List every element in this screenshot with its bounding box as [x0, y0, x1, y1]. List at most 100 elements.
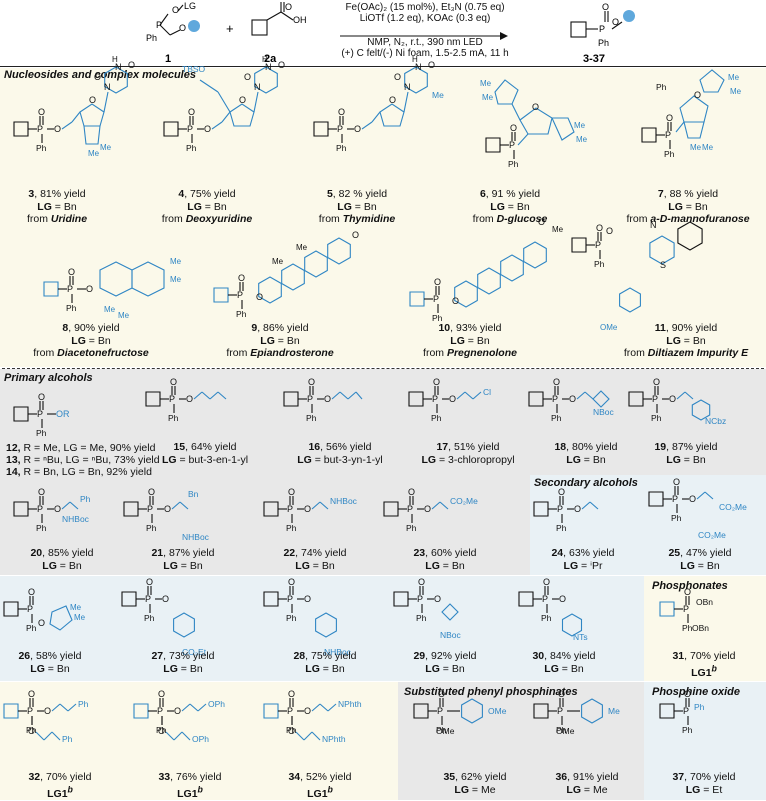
svg-text:P: P — [672, 494, 678, 504]
svg-text:O: O — [38, 107, 45, 117]
svg-text:O: O — [324, 394, 331, 404]
svg-text:O: O — [394, 72, 401, 82]
svg-text:O: O — [148, 487, 155, 497]
compound-number: 36 — [555, 771, 568, 783]
yield-text: , 92% yield — [425, 650, 477, 662]
compound-number: 8 — [62, 322, 69, 334]
svg-text:H: H — [262, 55, 268, 64]
svg-text:O: O — [428, 60, 435, 70]
yield-text: , 82 % yield — [332, 188, 388, 200]
svg-text:NBoc: NBoc — [440, 630, 462, 640]
source-name: D-glucose — [496, 213, 548, 225]
svg-text:O: O — [285, 2, 292, 12]
lg-yield: LG = Me, 90% yield — [63, 442, 156, 454]
compound-number: 9 — [251, 322, 258, 334]
lg-value: = Bn — [201, 200, 227, 213]
yield-text: , 47% yield — [680, 547, 732, 559]
svg-text:O: O — [689, 494, 696, 504]
yield-text: , 70% yield — [40, 771, 92, 783]
svg-text:O: O — [256, 292, 263, 302]
yield-text: , 74% yield — [295, 547, 347, 559]
section-title-phosphonates: Phosphonates — [652, 580, 728, 592]
svg-text:Me: Me — [728, 73, 740, 82]
svg-text:O: O — [538, 217, 545, 227]
phosphonates-panel-bg-2 — [0, 682, 398, 800]
yield-text: , 51% yield — [448, 441, 500, 453]
svg-text:P: P — [557, 706, 563, 716]
svg-text:O: O — [434, 594, 441, 604]
svg-text:N: N — [404, 82, 411, 92]
svg-text:Me: Me — [272, 257, 284, 266]
svg-text:Ph: Ph — [598, 38, 609, 48]
svg-text:P: P — [67, 284, 73, 294]
lg-label: LG — [421, 453, 437, 466]
svg-text:O: O — [186, 394, 193, 404]
lg-value: = Bn — [464, 334, 490, 347]
svg-text:Cl: Cl — [483, 387, 491, 397]
lg-label: LG — [187, 200, 202, 213]
svg-text:CO₂Me: CO₂Me — [450, 496, 478, 506]
svg-text:Me: Me — [576, 135, 588, 144]
svg-text:O: O — [666, 113, 673, 123]
compound-number: 21 — [151, 547, 164, 559]
compound-number: 19 — [654, 441, 667, 453]
svg-text:O: O — [510, 123, 517, 133]
svg-text:Ph: Ph — [664, 149, 675, 159]
compound-number: 25 — [668, 547, 681, 559]
lg-label: LG — [37, 200, 52, 213]
compound-number: 22 — [283, 547, 296, 559]
conditions-line-3: NMP, N₂, r.t., 390 nm LED — [367, 37, 483, 48]
svg-text:N: N — [415, 62, 422, 72]
svg-text:O: O — [596, 223, 603, 233]
lg-value: = Bn — [274, 334, 300, 347]
svg-text:NHBoc: NHBoc — [330, 496, 358, 506]
svg-text:O: O — [288, 577, 295, 587]
svg-text:Ph: Ph — [236, 309, 247, 319]
lg-label: LG — [297, 453, 312, 466]
svg-text:Ph: Ph — [156, 725, 167, 735]
svg-text:Me: Me — [702, 143, 714, 152]
svg-text:NTs: NTs — [573, 632, 588, 642]
svg-text:O: O — [28, 689, 35, 699]
lg-value: = Bn — [351, 200, 377, 213]
svg-text:O: O — [172, 5, 179, 15]
svg-text:Ph: Ph — [541, 613, 552, 623]
lg1-label: LG1b — [47, 784, 73, 801]
caption-compound-14: 14, R = Bn, LG = Bn, 92% yield — [6, 466, 152, 479]
svg-text:OH: OH — [293, 15, 307, 25]
svg-text:S: S — [660, 260, 666, 270]
svg-text:O: O — [424, 504, 431, 514]
svg-text:Ph: Ph — [671, 513, 682, 523]
svg-text:3-37: 3-37 — [583, 53, 605, 65]
yield-text: , 70% yield — [684, 771, 736, 783]
svg-text:O: O — [86, 284, 93, 294]
svg-text:P: P — [683, 706, 689, 716]
lg-value: = but-3-yn-1-yl — [311, 453, 383, 466]
svg-text:O: O — [558, 487, 565, 497]
r-group: R = ⁿBu, — [23, 454, 66, 466]
svg-text:Me: Me — [730, 87, 742, 96]
yield-text: , 70% yield — [684, 650, 736, 662]
lg-label: LG — [42, 559, 57, 572]
compound-number: 34 — [288, 771, 301, 783]
svg-text:Ph: Ph — [431, 413, 442, 423]
svg-text:Ph: Ph — [556, 725, 567, 735]
lg-label: LG — [337, 200, 352, 213]
svg-text:Me: Me — [690, 143, 702, 152]
compound-number: 5 — [326, 188, 333, 200]
source-name: Deoxyuridine — [185, 213, 253, 225]
svg-text:Ph: Ph — [146, 523, 157, 533]
yield-text: , 91% yield — [567, 771, 619, 783]
from-text: from — [318, 213, 343, 225]
svg-text:Ph: Ph — [694, 702, 705, 712]
svg-text:O: O — [354, 124, 361, 134]
svg-text:Ph: Ph — [62, 734, 73, 744]
